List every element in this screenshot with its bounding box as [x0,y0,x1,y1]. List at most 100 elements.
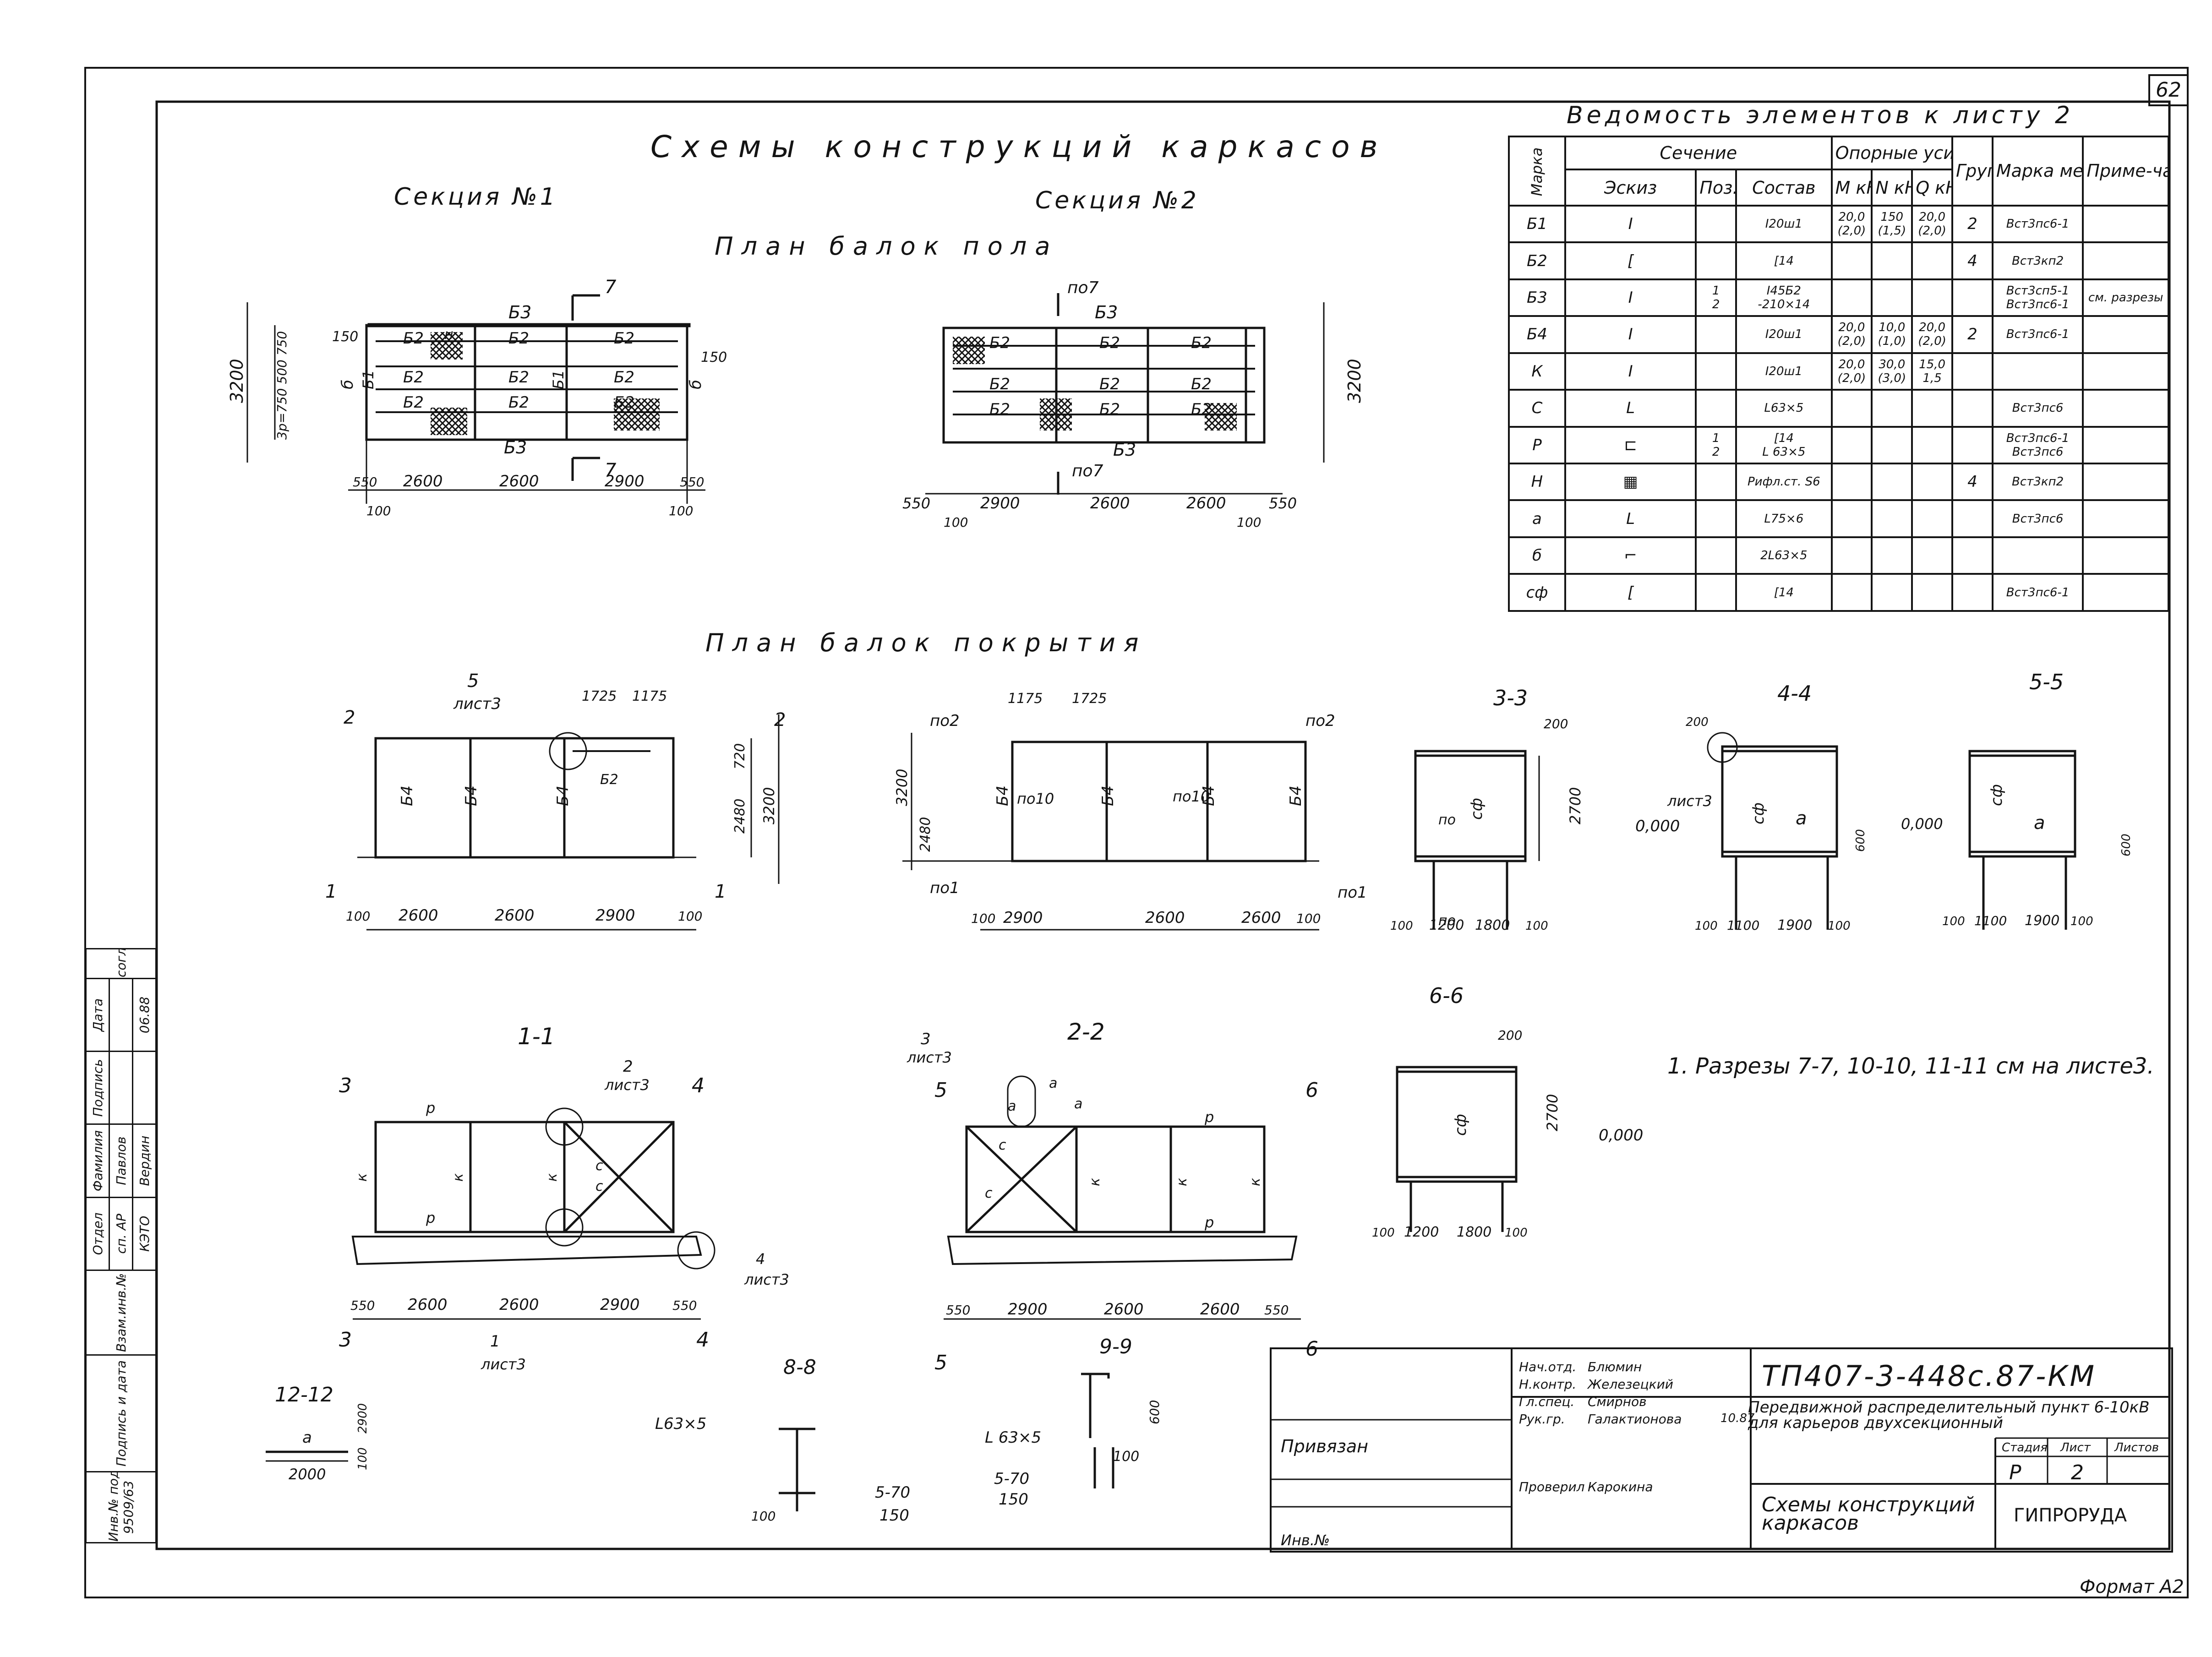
statement-cell-pos [1695,315,1737,354]
dim-100: 100 [1372,1226,1395,1240]
label-b2: Б2 [989,375,1010,393]
cut-7-top: 7 [605,277,617,298]
title-date: 10.87 [1720,1412,1755,1425]
sections-note: 1. Разрезы 7-7, 10-10, 11-11 см на листе… [1667,1053,2154,1079]
label-b2: Б2 [403,368,424,387]
label-k: к [354,1173,370,1182]
label-po10: по10 [1173,788,1210,805]
statement-cell-sketch: I [1564,352,1697,391]
label-b4: Б4 [1200,785,1218,806]
label-k: к [544,1173,560,1182]
statement-cell-m [1830,463,1873,501]
statement-cell-sketch: L [1564,499,1697,538]
role-name: Галактионова [1588,1412,1682,1427]
label-sf: сф [1468,798,1486,820]
label-sf: сф [1749,802,1768,824]
label-b2: Б2 [1191,375,1212,393]
statement-table: Марка Сечение Опорные усилия Группа конс… [1508,135,2169,612]
statement-cell-mark: б [1508,536,1566,575]
dim-1900: 1900 [2025,913,2059,929]
statement-cell-remark [2082,315,2169,354]
section-1-1-frame [374,1121,675,1233]
dim-100: 100 [356,1447,370,1470]
label-l63: L63×5 [655,1415,706,1433]
statement-cell-group: 4 [1951,241,1994,280]
statement-cell-pos [1695,463,1737,501]
statement-cell-group [1951,536,1994,575]
dim-series: 3р=750 500 750 [274,331,289,440]
statement-cell-comp: I20ш1 [1735,352,1833,391]
dim-1725: 1725 [1072,691,1107,707]
statement-cell-sketch: I [1564,315,1697,354]
label-po1: по1 [1338,883,1367,902]
statement-cell-group [1951,425,1994,465]
dim-2480: 2480 [732,799,748,834]
stamp-date-val: 06.88 [132,978,156,1052]
dim-550: 550 [1269,495,1297,512]
label-c: с [985,1185,993,1201]
dim-1725: 1725 [582,688,617,704]
label-b2: Б2 [600,772,618,788]
statement-cell-n: 10,0 (1,0) [1871,315,1913,354]
statement-cell-steel [1991,536,2084,575]
sheets-label: Листов [2114,1441,2159,1455]
dim-100: 100 [1113,1449,1139,1465]
stamp-dept-val2: КЭТО [132,1197,156,1270]
label-150: 150 [999,1490,1028,1509]
dim-100: 100 [1296,911,1321,926]
header-m: M кН-м(тм) [1830,169,1873,207]
statement-cell-sketch: ▦ [1564,463,1697,501]
label-po2: по2 [1305,712,1335,730]
label-b2: Б2 [403,393,424,412]
stage-label: Стадия [2002,1441,2048,1455]
dim-2900: 2900 [605,472,644,491]
statement-cell-comp: L63×5 [1735,389,1833,428]
statement-cell-m [1830,241,1873,280]
section-4-4-label: 4-4 [1777,681,1812,706]
statement-cell-m [1830,278,1873,317]
dim-1200: 1200 [1404,1224,1439,1240]
dim-100: 100 [1237,515,1261,530]
statement-cell-pos [1695,204,1737,244]
label-a: а [302,1428,312,1447]
statement-cell-sketch: I [1564,278,1697,317]
format-label: Формат А2 [2080,1576,2184,1597]
role-row: Н.контр.Железецкий [1519,1376,1748,1393]
roof-plan-1 [374,737,675,859]
dim-100: 100 [678,909,702,924]
dim-2700: 2700 [1544,1094,1561,1131]
role-name: Блюмин [1588,1359,1642,1374]
statement-cell-steel: Вст3пс6 [1991,499,2084,538]
statement-cell-n [1871,389,1913,428]
statement-cell-comp: [14 [1735,573,1833,612]
section-6-6-label: 6-6 [1429,983,1464,1008]
statement-cell-steel: Вст3пс6-1 Вст3пс6 [1991,425,2084,465]
label-sheet3: лист3 [1667,792,1712,810]
label-k: к [1247,1178,1263,1186]
statement-cell-steel: Вст3кп2 [1991,241,2084,280]
dim-550: 550 [946,1303,970,1318]
dim-2480: 2480 [918,817,934,852]
label-b2: Б2 [1099,334,1120,352]
role-row: Гл.спец.Смирнов [1519,1393,1748,1411]
statement-cell-m [1830,536,1873,575]
dim-200: 200 [1544,716,1568,731]
header-remark: Приме-чание [2082,136,2169,207]
callout-5: 5 [467,670,479,692]
statement-cell-group [1951,352,1994,391]
section-3-3-frame [1414,750,1527,862]
statement-cell-m [1830,499,1873,538]
dim-100: 100 [1942,915,1965,928]
dim-1175: 1175 [632,688,667,704]
label-sheet3: лист3 [907,1049,952,1066]
project-title: Передвижной распределительный пункт 6-10… [1748,1398,2150,1432]
statement-cell-mark: Б4 [1508,315,1566,354]
label-b4: Б4 [994,785,1012,806]
cut-3: 3 [339,1328,352,1352]
statement-title: Ведомость элементов к листу 2 [1567,102,2074,129]
callout-3: 3 [921,1030,931,1048]
dim-100: 100 [971,911,995,926]
dim-600: 600 [2119,834,2133,856]
stamp-sur-val: Павлов [109,1124,133,1198]
sheet-value: 2 [2071,1461,2084,1484]
